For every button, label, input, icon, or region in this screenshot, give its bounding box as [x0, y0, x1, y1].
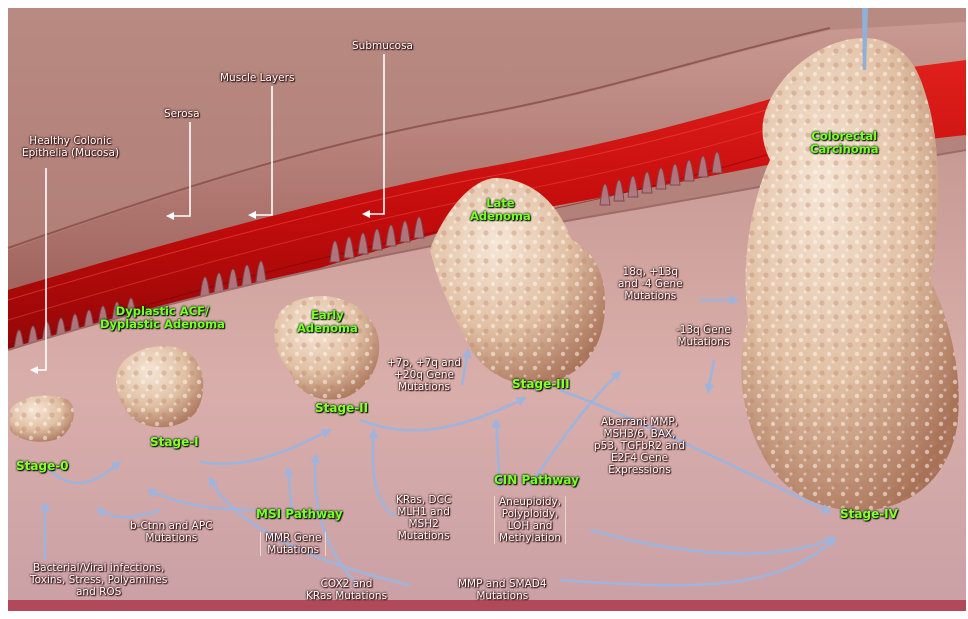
aberrant-line-4: E2F4 Gene: [594, 452, 685, 464]
m13q-line-2: Mutations: [676, 336, 731, 348]
bcatenin-label: b-Ctnn and APC Mutations: [130, 520, 213, 544]
kras-line-3: MSH2: [396, 518, 451, 530]
msi-pathway: MSI Pathway: [256, 508, 343, 521]
mmp-line-1: MMP and SMAD4: [458, 578, 547, 590]
mucosa-label: Healthy Colonic Epithelia (Mucosa): [22, 135, 119, 159]
cin-box: Aneuploidy, Polyploidy, LOH and Methylat…: [494, 496, 566, 544]
cox2-kras-label: COX2 and KRas Mutations: [306, 578, 387, 602]
m7p-line-1: +7p, +7q and: [387, 357, 461, 369]
kras-line-1: KRas, DCC: [396, 494, 451, 506]
cox2-line-1: COX2 and: [306, 578, 387, 590]
mutation-18q-label: 18q, +13q and -4 Gene Mutations: [618, 266, 683, 302]
bcat-line-2: Mutations: [130, 532, 213, 544]
msi-box-line-2: Mutations: [265, 544, 321, 556]
bcat-line-1: b-Ctnn and APC: [130, 520, 213, 532]
stage-4-label: Stage-IV: [840, 508, 898, 521]
mutation-13q-label: -13q Gene Mutations: [676, 324, 731, 348]
mutation-7p-label: +7p, +7q and +20q Gene Mutations: [387, 357, 461, 393]
bacterial-line-2: Toxins, Stress, Polyamines: [30, 574, 167, 586]
m13q-line-1: -13q Gene: [676, 324, 731, 336]
cin-pathway: CIN Pathway: [494, 474, 579, 487]
stage-1-label: Stage-I: [150, 436, 199, 449]
mucosa-label-line-2: Epithelia (Mucosa): [22, 147, 119, 159]
m18q-line-3: Mutations: [618, 290, 683, 302]
muscle-layers-label: Muscle Layers: [220, 72, 294, 84]
aberrant-line-2: MSH3/6, BAX,: [594, 428, 685, 440]
aberrant-line-1: Aberrant MMP,: [594, 416, 685, 428]
cin-box-line-3: LOH and: [499, 520, 561, 532]
kras-line-2: MLH1 and: [396, 506, 451, 518]
cin-box-line-2: Polyploidy,: [499, 508, 561, 520]
mucosa-label-line-1: Healthy Colonic: [22, 135, 119, 147]
aberrant-expression-label: Aberrant MMP, MSH3/6, BAX, p53, TGFbR2 a…: [594, 416, 685, 476]
submucosa-label: Submucosa: [352, 40, 413, 52]
dysplastic-adenoma-label: Dyplastic ACF/ Dyplastic Adenoma: [100, 305, 225, 331]
serosa-label: Serosa: [164, 108, 200, 120]
early-adenoma-label: Early Adenoma: [297, 309, 358, 335]
early-line-2: Adenoma: [297, 322, 358, 335]
msi-pathway-title: MSI Pathway: [256, 508, 343, 521]
late-line-2: Adenoma: [470, 210, 531, 223]
kras-dcc-label: KRas, DCC MLH1 and MSH2 Mutations: [396, 494, 451, 542]
mmp-smad4-label: MMP and SMAD4 Mutations: [458, 578, 547, 602]
msi-box-line-1: MMR Gene: [265, 532, 321, 544]
m7p-line-3: Mutations: [387, 381, 461, 393]
m18q-line-1: 18q, +13q: [618, 266, 683, 278]
m18q-line-2: and -4 Gene: [618, 278, 683, 290]
cox2-line-2: KRas Mutations: [306, 590, 387, 602]
stage-3-label: Stage-III: [512, 378, 570, 391]
carcinoma-label: Colorectal Carcinoma: [810, 130, 878, 156]
m7p-line-2: +20q Gene: [387, 369, 461, 381]
aberrant-line-5: Expressions: [594, 464, 685, 476]
carcinoma-line-2: Carcinoma: [810, 143, 878, 156]
dysplastic-line-2: Dyplastic Adenoma: [100, 318, 225, 331]
cin-box-line-4: Methylation: [499, 532, 561, 544]
mmp-line-2: Mutations: [458, 590, 547, 602]
cin-pathway-title: CIN Pathway: [494, 474, 579, 487]
bacterial-line-1: Bacterial/Viral infections,: [30, 562, 167, 574]
cin-box-line-1: Aneuploidy,: [499, 496, 561, 508]
late-adenoma-label: Late Adenoma: [470, 197, 531, 223]
stage-0-label: Stage-0: [16, 460, 69, 473]
stage-2-label: Stage-II: [315, 402, 368, 415]
msi-box: MMR Gene Mutations: [260, 532, 326, 556]
bacterial-viral-label: Bacterial/Viral infections, Toxins, Stre…: [30, 562, 167, 598]
aberrant-line-3: p53, TGFbR2 and: [594, 440, 685, 452]
kras-line-4: Mutations: [396, 530, 451, 542]
bacterial-line-3: and ROS: [30, 586, 167, 598]
